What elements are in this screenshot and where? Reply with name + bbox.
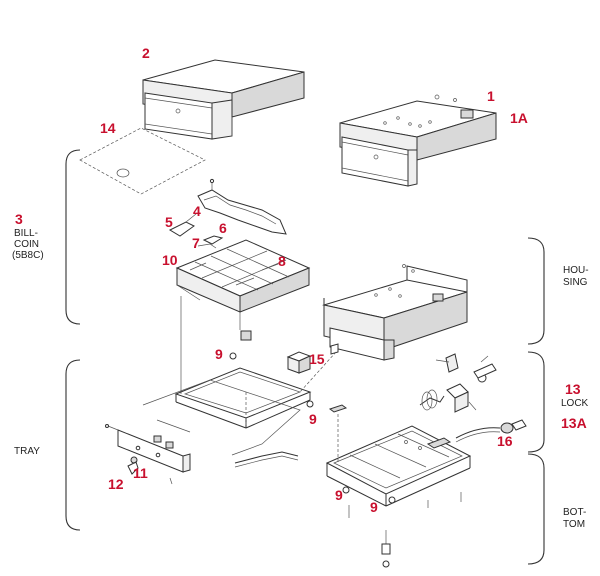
callout-9-d: 9 [370,499,378,515]
label-bottom-1: BOT- [563,507,586,518]
callout-16: 16 [497,433,513,449]
callout-6: 6 [219,220,227,236]
callout-1: 1 [487,88,495,104]
callout-14: 14 [100,120,116,136]
housing-rear [323,265,468,305]
wire-link-edge [234,455,299,468]
callout-5: 5 [165,214,173,230]
callout-11: 11 [133,465,148,481]
label-housing-1: HOU- [563,265,589,276]
cover-sheet-14 [79,127,206,195]
tray-outline [142,379,301,456]
callout-12: 12 [108,476,124,492]
label-billcoin-1: BILL- [14,228,38,239]
callout-7: 7 [192,235,200,251]
callout-13a: 13A [561,415,587,431]
label-bottom-2: TOM [563,519,585,530]
label-billcoin-2: COIN [14,239,39,250]
callout-10: 10 [162,252,178,268]
bill-coin-tray-8-10 [175,239,311,313]
callout-1a: 1A [510,110,528,126]
tray-frame [174,367,314,429]
callout-9-c: 9 [335,487,343,503]
label-housing-2: SING [563,277,588,288]
drawer-assembly-1 [339,94,497,187]
callout-15: 15 [309,351,325,367]
tray-brace [65,359,81,531]
label-lock: LOCK [561,398,589,409]
cable-16 [455,419,527,443]
lock-assembly-13 [419,353,497,413]
callout-3: 3 [15,211,23,227]
callout-13: 13 [565,381,581,397]
housing [322,264,468,361]
housing-brace [527,237,545,345]
bill-clip-parts [168,178,287,249]
bottom-plate [325,425,472,568]
label-billcoin-3: (5B8C) [12,250,44,261]
callout-8: 8 [278,253,286,269]
leader-line [299,351,337,393]
billcoin-brace [65,149,81,325]
callout-2: 2 [142,45,150,61]
wire-link [234,451,299,464]
label-tray: TRAY [14,446,40,457]
front-plate-11-12 [105,424,191,485]
callout-9-a: 9 [215,346,223,362]
part-15 [286,351,312,374]
callout-4: 4 [193,203,201,219]
lock-brace [527,351,545,453]
small-parts-9 [229,330,348,413]
drawer-assembly-2 [142,59,305,140]
callout-9-b: 9 [309,411,317,427]
bottom-brace [527,453,545,565]
